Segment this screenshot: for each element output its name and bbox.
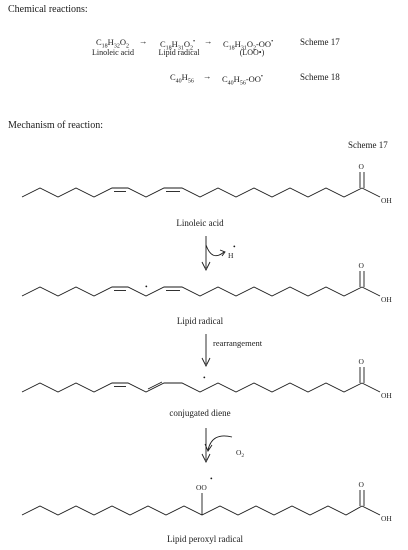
hydroxyl-group: OH (381, 196, 392, 205)
radical-dot: • (233, 242, 236, 251)
oxygen-atom: O (359, 261, 365, 270)
lipid-radical-structure: O OH • (21, 261, 392, 304)
radical-dot: • (145, 282, 148, 291)
molecule-label-lipid-radical: Lipid radical (176, 316, 224, 326)
label-loo: (LOO•) (239, 48, 265, 57)
radical-dot: • (203, 373, 206, 382)
molecule-label-conjugated-diene: conjugated diene (169, 408, 231, 418)
reaction-arrow: → (204, 36, 213, 46)
hydrogen-atom: H (228, 251, 234, 260)
linoleic-acid-structure: O OH (21, 162, 392, 205)
hydroxyl-group: OH (381, 295, 392, 304)
scheme-label: Scheme 18 (300, 72, 340, 82)
step-label-rearrangement: rearrangement (213, 338, 263, 348)
heading-chemical-reactions: Chemical reactions: (8, 4, 88, 15)
hydroxyl-group: OH (381, 514, 392, 523)
conjugated-diene-structure: O OH • (21, 357, 392, 400)
step3-arrow: O2 (201, 428, 244, 464)
step2-arrow (201, 334, 211, 368)
oxygen-atom: O (359, 357, 365, 366)
oxygen-atom: O (359, 162, 365, 171)
formula-lipid-radical: C18H31O2• (160, 38, 196, 52)
step1-arrow: H • (201, 236, 236, 272)
formula-carotene-peroxyl: C40H56-OO• (222, 73, 264, 87)
lipid-peroxyl-radical-structure: OO • O OH (21, 474, 392, 523)
peroxyl-group: OO (196, 483, 207, 492)
reaction-arrow: → (203, 71, 212, 81)
heading-mechanism: Mechanism of reaction: (8, 120, 103, 131)
oxygen-atom: O (359, 480, 365, 489)
mechanism-scheme-label: Scheme 17 (348, 140, 388, 150)
molecule-label-linoleic-acid: Linoleic acid (176, 218, 224, 228)
label-linoleic-acid: Linoleic acid (92, 48, 134, 57)
formula-peroxyl-radical: C18H31O2-OO• (223, 38, 274, 52)
reaction-arrow: → (139, 36, 148, 46)
hydroxyl-group: OH (381, 391, 392, 400)
oxygen-molecule: O2 (236, 448, 244, 459)
label-lipid-radical: Lipid radical (158, 48, 200, 57)
molecule-label-lipid-peroxyl-radical: Lipid peroxyl radical (167, 534, 243, 544)
radical-dot: • (210, 474, 213, 483)
scheme-label: Scheme 17 (300, 37, 340, 47)
formula-carotene: C40H56 (170, 72, 194, 85)
formula-linoleic-acid: C18H32O2 (96, 37, 129, 50)
